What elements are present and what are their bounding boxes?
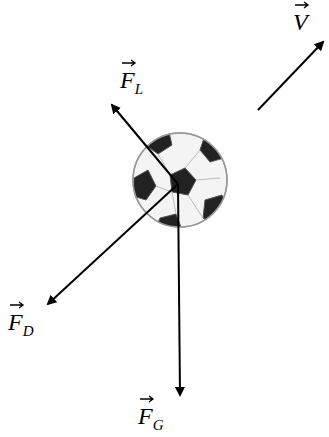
gravity-vector xyxy=(178,184,180,395)
vector-label: V xyxy=(293,2,308,34)
vector-label: FD xyxy=(8,302,34,334)
vector-label: FG xyxy=(138,396,164,428)
vector-label: FL xyxy=(120,60,143,92)
vector-accent xyxy=(9,301,25,309)
force-vectors xyxy=(48,42,323,395)
soccer-ball xyxy=(133,128,230,238)
lift-vector xyxy=(112,105,178,184)
vector-accent xyxy=(294,1,310,9)
vector-accent xyxy=(139,395,155,403)
drag-vector xyxy=(48,184,178,304)
vector-accent xyxy=(121,59,137,67)
velocity-vector xyxy=(258,42,323,110)
